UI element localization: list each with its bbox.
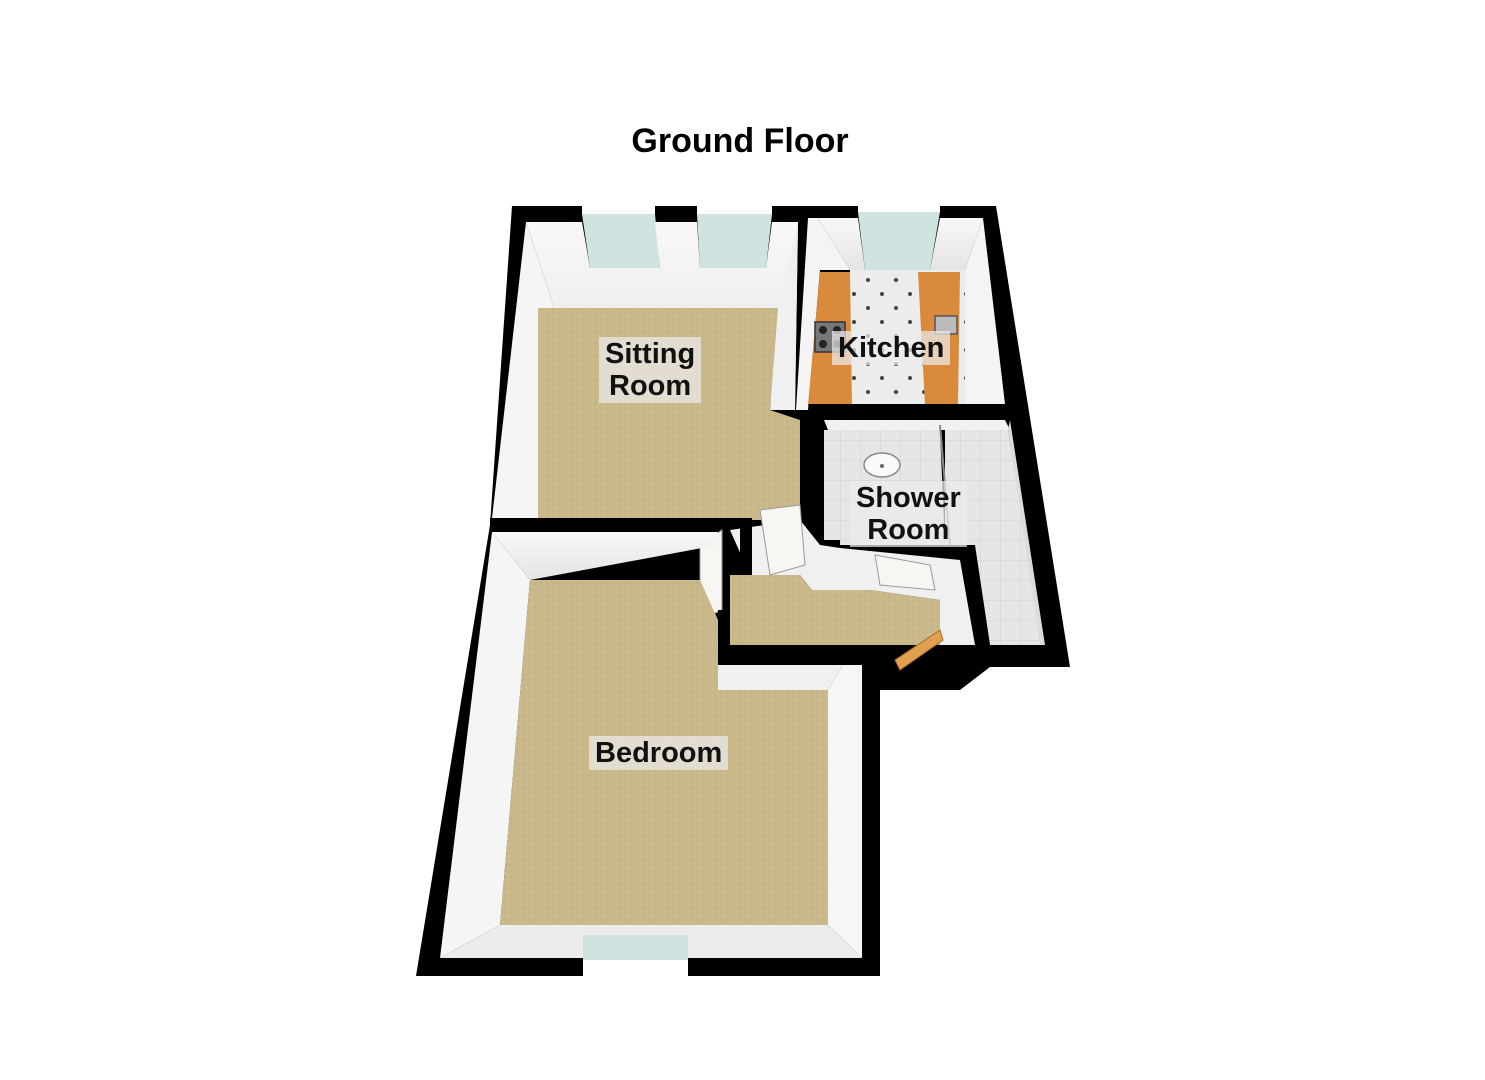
- shower-room-label-line1: Shower: [856, 482, 961, 514]
- kitchen-window: [858, 212, 940, 270]
- sitting-room-label-line1: Sitting: [605, 338, 696, 370]
- sitting-room-window-1: [582, 214, 660, 268]
- shower-room-label: Shower Room: [850, 481, 967, 547]
- bedroom-label: Bedroom: [589, 736, 729, 770]
- sitting-room-label-line2: Room: [609, 370, 692, 402]
- shower-room-label-line2: Room: [867, 514, 950, 546]
- sitting-room-door: [759, 504, 806, 576]
- bedroom-label-text: Bedroom: [595, 737, 723, 769]
- kitchen: [796, 212, 1010, 414]
- kitchen-label: Kitchen: [832, 331, 951, 365]
- hallway: [699, 504, 975, 671]
- shower-room-door: [874, 554, 936, 591]
- kitchen-label-text: Kitchen: [838, 332, 945, 364]
- front-door: [894, 629, 944, 671]
- bedroom-window: [583, 935, 688, 960]
- sitting-room-label: Sitting Room: [599, 337, 702, 403]
- sitting-room-window-2: [697, 214, 772, 268]
- floor-title: Ground Floor: [631, 122, 849, 160]
